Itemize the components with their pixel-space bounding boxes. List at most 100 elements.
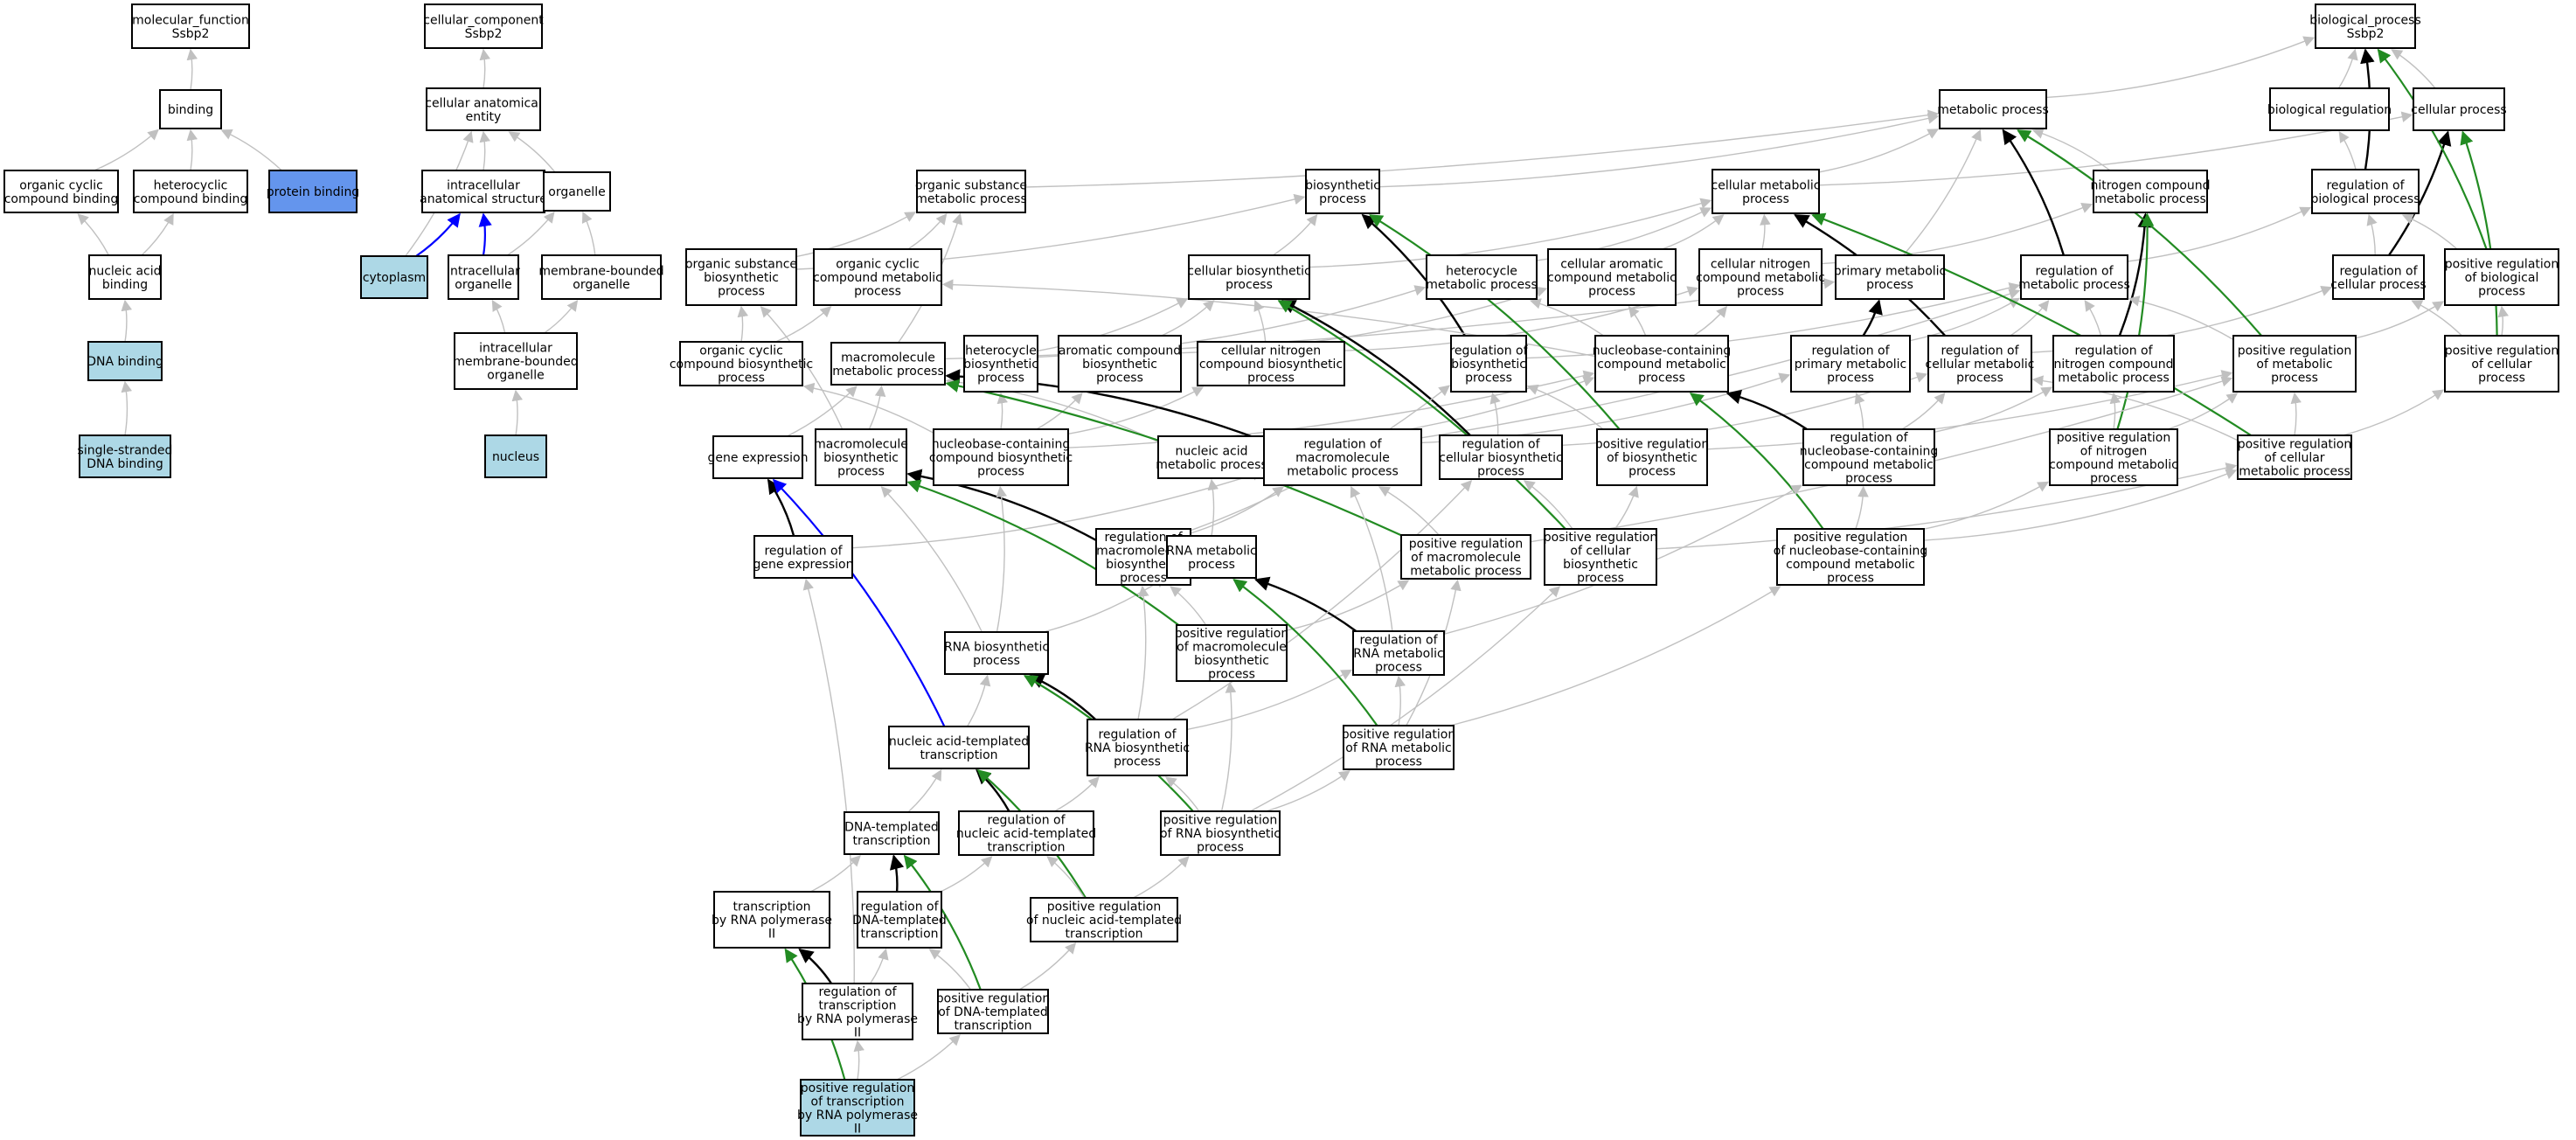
term-label-line: organic substance xyxy=(685,258,797,272)
term-label-line: regulation of xyxy=(1359,634,1438,648)
edge-pos_reg_rna_met-to-reg_rna_met xyxy=(1394,675,1406,726)
term-label-line: DNA binding xyxy=(87,457,163,471)
term-label-line: regulation of xyxy=(2035,264,2114,278)
term-label-line: of DNA-templated xyxy=(938,1005,1048,1019)
term-node-binding[interactable]: binding xyxy=(159,89,222,129)
term-node-protein-binding[interactable]: protein binding xyxy=(267,170,359,213)
term-node-metabolic[interactable]: metabolic process xyxy=(1937,89,2049,129)
term-node-dna-binding[interactable]: DNA binding xyxy=(87,341,163,381)
term-node-nucleus[interactable]: nucleus xyxy=(484,434,547,478)
term-label-line: cellular metabolic xyxy=(1926,358,2035,372)
term-label-line: process xyxy=(1827,571,1874,585)
term-node-organelle[interactable]: organelle xyxy=(543,171,611,212)
edge-cell_anat-to-cc xyxy=(479,48,491,89)
edge-cell_met-to-metabolic xyxy=(1818,129,1940,173)
term-label-line: metabolic process xyxy=(1156,458,1267,472)
term-label-line: process xyxy=(1866,278,1913,292)
term-box xyxy=(1058,335,1182,393)
term-node-bio-reg[interactable]: biological regulation xyxy=(2267,87,2392,131)
term-node-reg-nucleobase-met[interactable]: regulation ofnucleobase-containingcompou… xyxy=(1800,428,1939,486)
term-node-cytoplasm[interactable]: cytoplasm xyxy=(360,255,428,299)
term-label-line: process xyxy=(1477,465,1524,479)
term-label-line: process xyxy=(1375,755,1422,769)
term-node-cellular-process[interactable]: cellular process xyxy=(2411,87,2507,131)
term-label-line: positive regulation xyxy=(2445,344,2559,358)
term-label-line: nucleic acid-templated xyxy=(889,734,1029,748)
term-node-gene-expr[interactable]: gene expression xyxy=(708,435,809,479)
term-label-line: metabolic process xyxy=(2058,372,2170,386)
term-label-line: Ssbp2 xyxy=(2347,27,2385,41)
edge-rna_bio-to-macro_bio xyxy=(880,486,983,633)
edge-org_cyclic_met-to-org_subst_met xyxy=(907,213,948,250)
edge-biosynthetic-to-metabolic xyxy=(1378,113,1940,188)
